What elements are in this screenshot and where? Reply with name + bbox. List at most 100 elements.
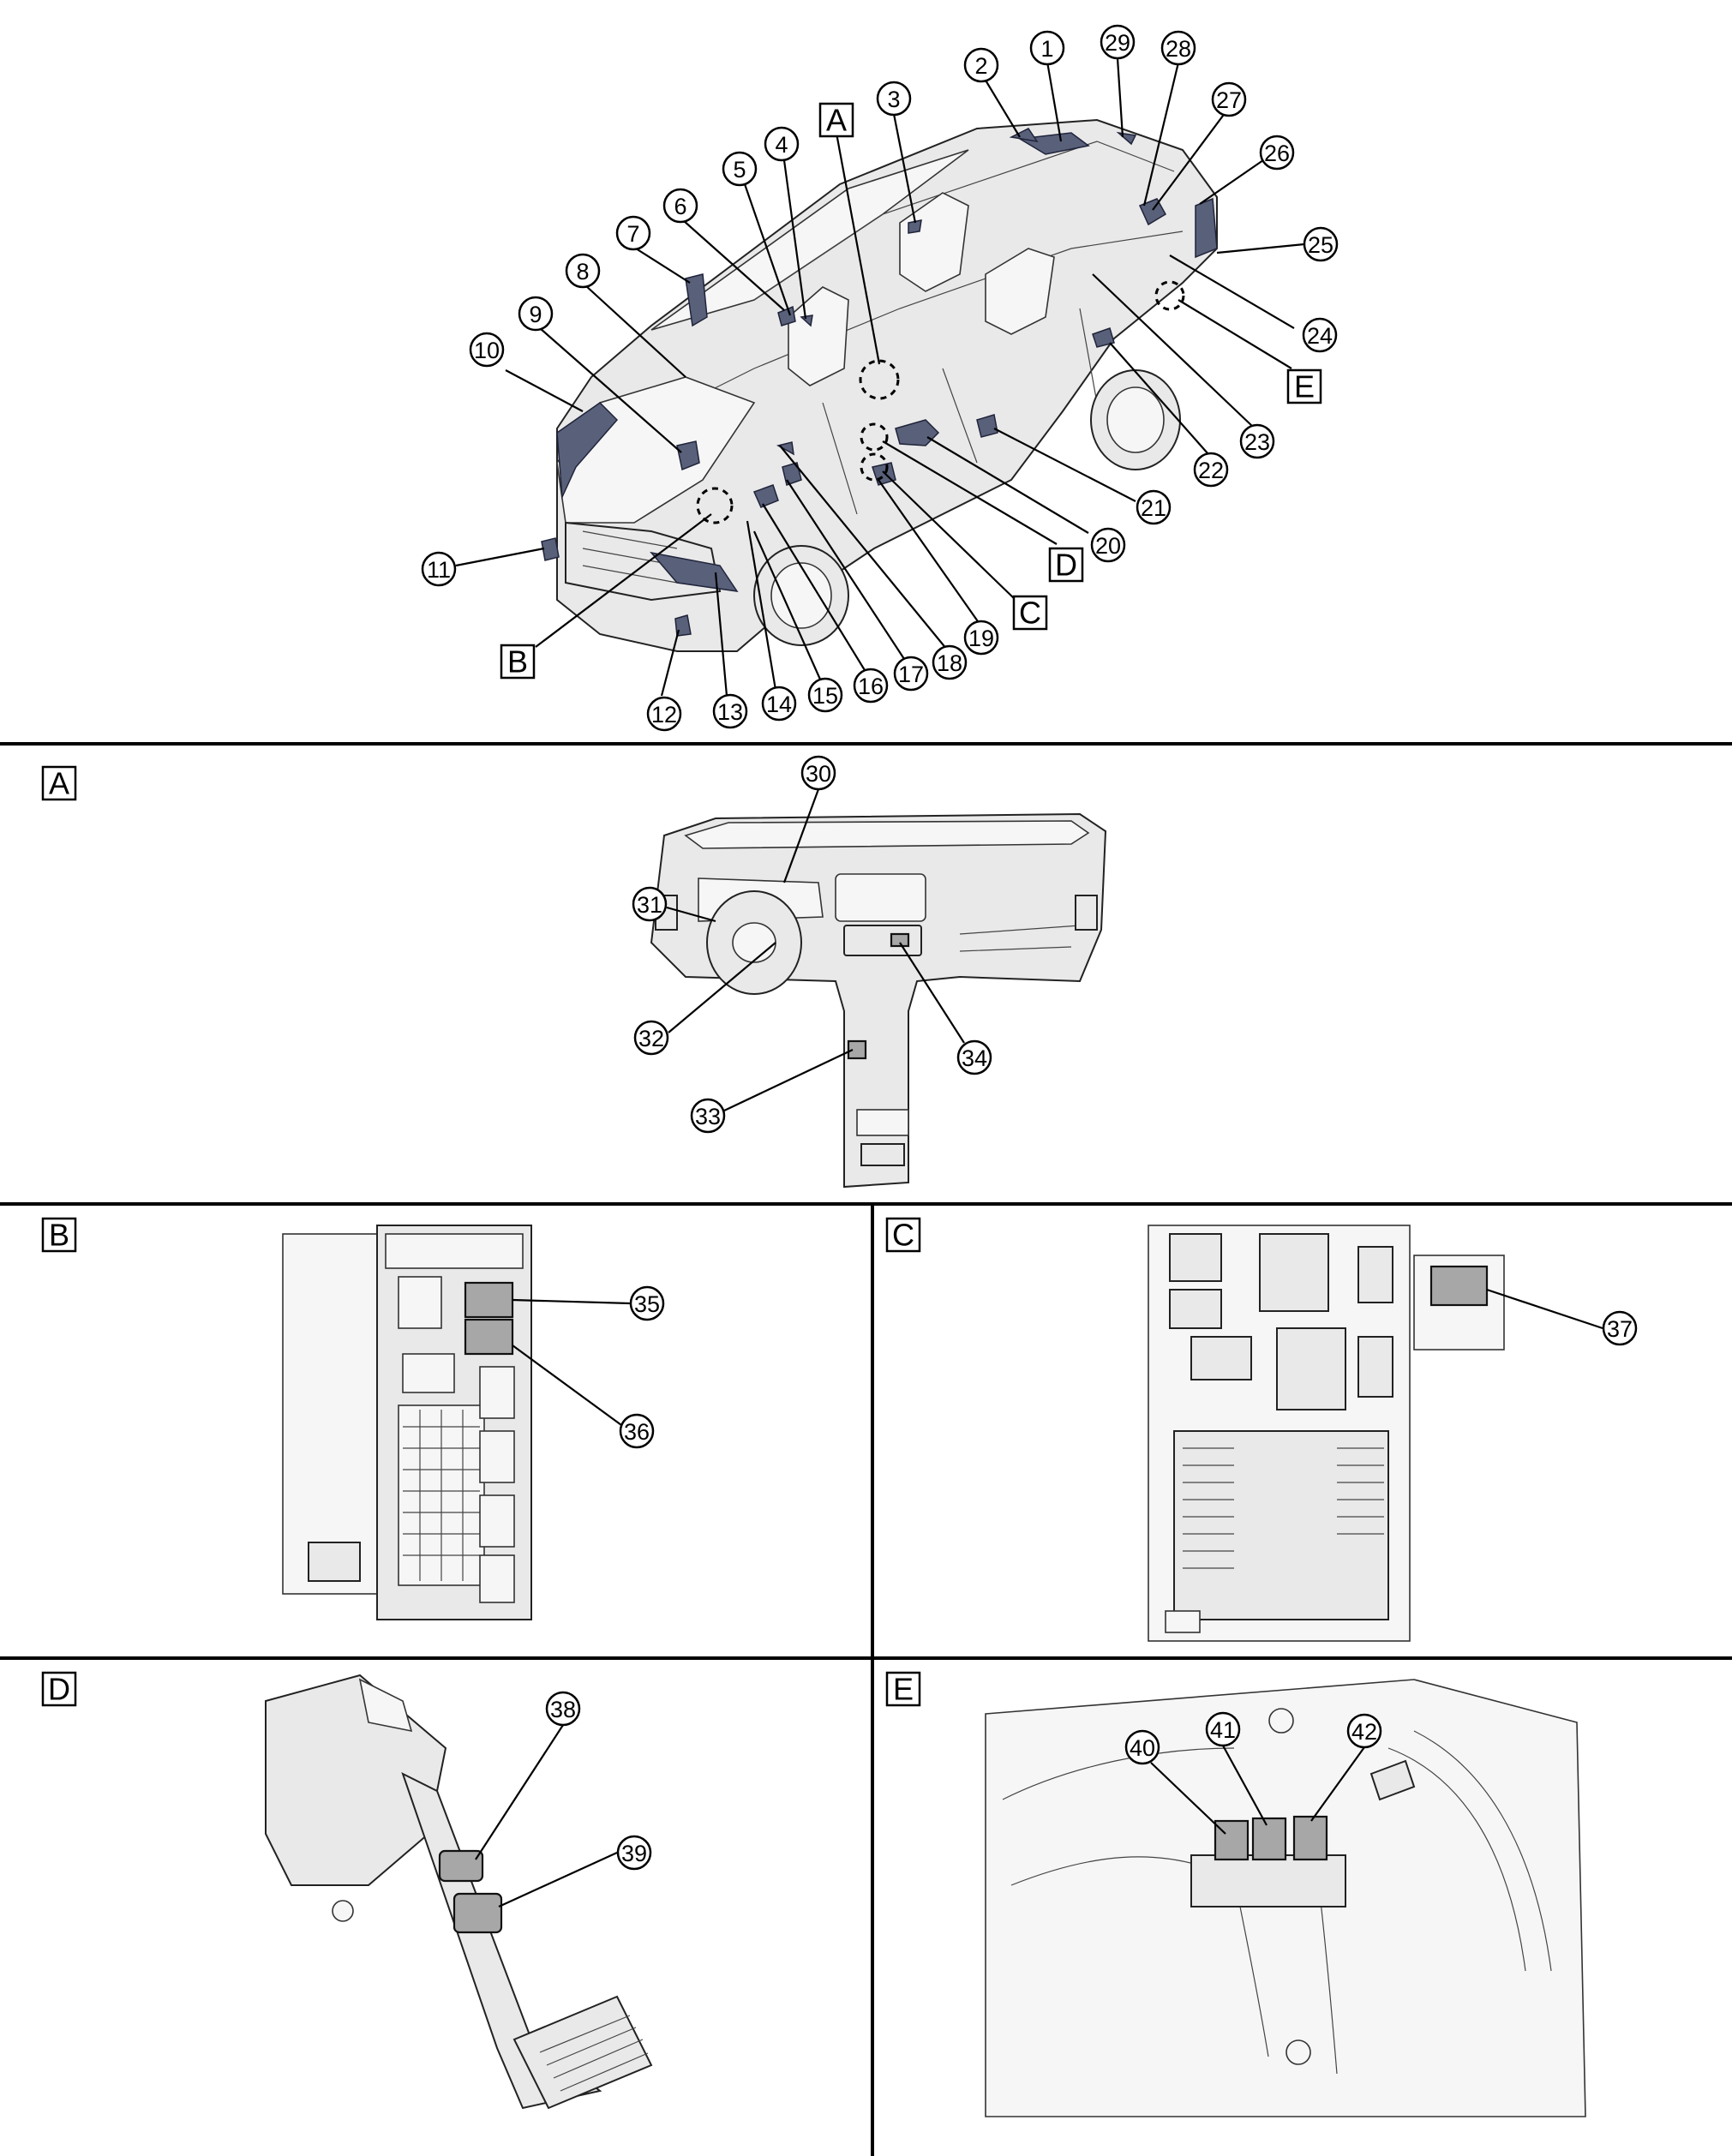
- callout-25: 25: [1303, 226, 1339, 262]
- panel-label-C: C: [885, 1218, 921, 1253]
- svg-text:21: 21: [1141, 495, 1166, 521]
- panel-label-D-text: D: [48, 1672, 70, 1707]
- svg-text:33: 33: [695, 1104, 721, 1129]
- callout-10: 10: [469, 332, 505, 368]
- overview-marker-C: C: [1012, 596, 1048, 631]
- svg-text:25: 25: [1308, 232, 1333, 258]
- svg-text:40: 40: [1130, 1735, 1155, 1761]
- callout-11: 11: [421, 551, 457, 587]
- svg-text:11: 11: [427, 557, 451, 583]
- callout-33: 33: [690, 1098, 726, 1134]
- svg-text:23: 23: [1244, 429, 1270, 455]
- svg-text:30: 30: [806, 761, 831, 787]
- svg-text:31: 31: [637, 892, 662, 918]
- callout-21: 21: [1136, 489, 1172, 525]
- panel-E-illustration: [985, 1679, 1586, 2117]
- svg-text:37: 37: [1607, 1316, 1633, 1342]
- panel-D-leaders: [475, 1724, 618, 1908]
- overview-marker-D: D: [1048, 548, 1084, 583]
- callout-13: 13: [712, 693, 748, 729]
- panel-D-illustration: [265, 1674, 653, 2110]
- svg-text:20: 20: [1095, 533, 1121, 559]
- panel-label-B-text: B: [49, 1218, 69, 1253]
- svg-text:18: 18: [937, 650, 962, 676]
- callout-40: 40: [1124, 1729, 1160, 1765]
- callout-7: 7: [615, 215, 651, 251]
- callout-1: 1: [1029, 30, 1065, 66]
- callout-6: 6: [662, 188, 698, 224]
- panel-label-C-text: C: [892, 1218, 914, 1253]
- svg-text:5: 5: [733, 157, 746, 183]
- svg-text:12: 12: [651, 702, 677, 728]
- panel-label-A: A: [41, 766, 77, 801]
- svg-text:34: 34: [962, 1045, 987, 1071]
- svg-text:24: 24: [1307, 323, 1333, 349]
- callout-numbers: 1 2 3 4 5 6 7 8 9 10 11 12 13 14 15 16 1…: [421, 24, 1638, 1871]
- callout-28: 28: [1160, 30, 1196, 66]
- callout-34: 34: [956, 1039, 992, 1075]
- svg-text:1: 1: [1040, 36, 1053, 62]
- callout-5: 5: [722, 151, 758, 187]
- callout-18: 18: [932, 644, 968, 680]
- callout-19: 19: [963, 620, 999, 656]
- overview-letter-boxes: A B C D E: [500, 103, 1322, 680]
- panel-C-illustration: [1148, 1225, 1505, 1642]
- svg-text:38: 38: [550, 1697, 576, 1722]
- panel-label-E-text: E: [893, 1672, 914, 1707]
- svg-text:13: 13: [717, 699, 743, 725]
- svg-text:3: 3: [887, 87, 900, 112]
- svg-text:15: 15: [812, 683, 838, 709]
- svg-text:14: 14: [766, 692, 792, 717]
- svg-text:4: 4: [775, 132, 788, 158]
- callout-37: 37: [1602, 1310, 1638, 1346]
- panel-label-D: D: [41, 1672, 77, 1707]
- svg-text:39: 39: [621, 1841, 647, 1866]
- callout-41: 41: [1205, 1711, 1241, 1747]
- callout-26: 26: [1259, 135, 1295, 171]
- overview-marker-B: B: [500, 644, 536, 680]
- callout-38: 38: [545, 1691, 581, 1727]
- panel-B-illustration: [282, 1225, 532, 1620]
- overview-marker-B-label: B: [507, 644, 528, 680]
- callout-15: 15: [807, 677, 843, 713]
- detail-marker-rings: [696, 280, 1185, 524]
- callout-32: 32: [633, 1020, 669, 1056]
- panel-label-B: B: [41, 1218, 77, 1253]
- svg-text:22: 22: [1198, 458, 1224, 483]
- callout-42: 42: [1346, 1713, 1382, 1749]
- callout-14: 14: [761, 686, 797, 722]
- svg-text:27: 27: [1216, 87, 1242, 113]
- callout-29: 29: [1100, 24, 1136, 60]
- svg-text:32: 32: [638, 1026, 664, 1051]
- overview-marker-D-label: D: [1055, 548, 1077, 583]
- svg-text:6: 6: [674, 194, 686, 219]
- callout-27: 27: [1211, 81, 1247, 117]
- panel-C-leaders: [1486, 1288, 1603, 1330]
- callout-8: 8: [565, 253, 601, 289]
- overview-marker-E-label: E: [1294, 369, 1315, 404]
- svg-text:8: 8: [576, 259, 589, 284]
- overview-marker-A-label: A: [826, 103, 847, 138]
- svg-text:19: 19: [968, 626, 994, 651]
- rear-wheel: [1090, 369, 1181, 470]
- callout-12: 12: [646, 696, 682, 732]
- callout-35: 35: [629, 1285, 665, 1321]
- panel-B-leaders: [512, 1298, 631, 1426]
- svg-text:26: 26: [1264, 141, 1290, 166]
- callout-23: 23: [1239, 423, 1275, 459]
- svg-text:16: 16: [858, 674, 884, 699]
- svg-text:35: 35: [634, 1291, 660, 1317]
- panel-A-leaders: [666, 788, 965, 1112]
- svg-text:17: 17: [898, 662, 924, 687]
- svg-text:29: 29: [1105, 30, 1130, 56]
- callout-30: 30: [800, 755, 836, 791]
- callout-31: 31: [632, 886, 668, 922]
- callout-17: 17: [893, 656, 929, 692]
- overview-marker-C-label: C: [1019, 596, 1041, 631]
- panel-dividers: [0, 742, 1732, 2156]
- overview-marker-A: A: [818, 103, 854, 138]
- panel-label-A-text: A: [49, 766, 69, 801]
- callout-2: 2: [963, 47, 999, 83]
- callout-4: 4: [764, 126, 800, 162]
